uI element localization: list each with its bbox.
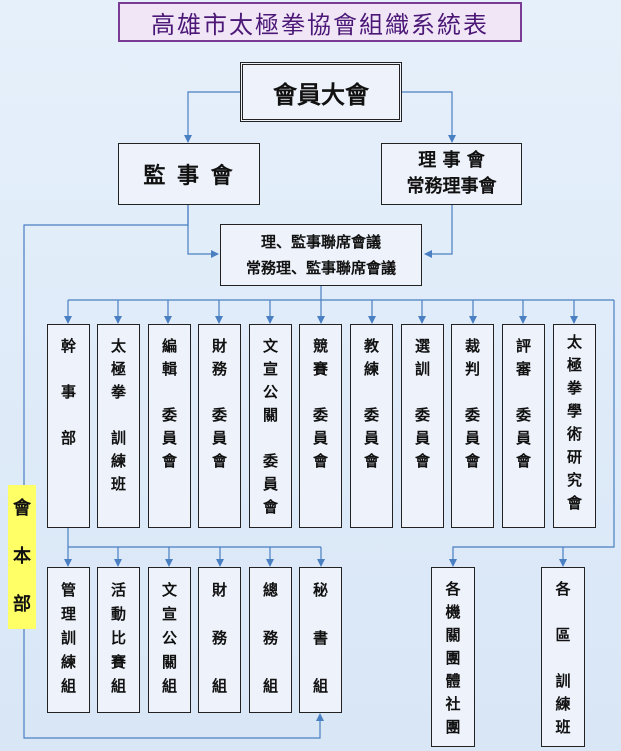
group-label: 文 宣 公 關 組 bbox=[161, 581, 177, 695]
general-assembly-box: 會員大會 bbox=[240, 62, 402, 122]
committee-label: 文 宣 公 關 委 員 會 bbox=[262, 337, 278, 516]
directors-label: 理 事 會 bbox=[418, 150, 485, 171]
group-finance: 財 務 組 bbox=[198, 567, 241, 713]
joint-meeting-label: 理、監事聯席會議 bbox=[260, 233, 381, 251]
committee-taichi-training: 太 極 拳 訓 練 班 bbox=[97, 324, 140, 528]
committee-coaching: 教 練 委 員 會 bbox=[350, 324, 393, 528]
committee-secretariat: 幹 事 部 bbox=[47, 324, 90, 528]
group-label: 管 理 訓 練 組 bbox=[60, 581, 76, 695]
affiliate-district-classes: 各 區 訓 練 班 bbox=[541, 567, 585, 747]
affiliate-label: 各 機 關 團 體 社 團 bbox=[445, 580, 461, 736]
committee-label: 競 賽 委 員 會 bbox=[312, 337, 328, 470]
standing-directors-label: 常務理事會 bbox=[406, 176, 497, 197]
supervisors-label: 監 事 會 bbox=[143, 163, 235, 189]
group-management-training: 管 理 訓 練 組 bbox=[47, 567, 90, 713]
committee-research: 太 極 拳 學 術 研 究 會 bbox=[553, 324, 596, 528]
committee-public-relations: 文 宣 公 關 委 員 會 bbox=[249, 324, 292, 528]
group-label: 總 務 組 bbox=[262, 581, 278, 695]
group-activities-competition: 活 動 比 賽 組 bbox=[97, 567, 140, 713]
committee-label: 太 極 拳 學 術 研 究 會 bbox=[566, 333, 582, 512]
committee-editorial: 編 輯 委 員 會 bbox=[148, 324, 191, 528]
group-label: 財 務 組 bbox=[211, 581, 227, 695]
headquarters-label: 會 本 部 bbox=[13, 498, 31, 615]
committee-label: 選 訓 委 員 會 bbox=[414, 337, 430, 470]
committee-label: 財 務 委 員 會 bbox=[211, 337, 227, 470]
directors-box: 理 事 會 常務理事會 bbox=[381, 143, 522, 205]
committee-selection: 選 訓 委 員 會 bbox=[401, 324, 444, 528]
group-secretariat: 秘 書 組 bbox=[299, 567, 342, 713]
committee-competition: 競 賽 委 員 會 bbox=[299, 324, 342, 528]
affiliate-organizations: 各 機 關 團 體 社 團 bbox=[431, 567, 475, 747]
committee-finance: 財 務 委 員 會 bbox=[198, 324, 241, 528]
committee-label: 教 練 委 員 會 bbox=[363, 337, 379, 470]
general-assembly-label: 會員大會 bbox=[273, 79, 369, 109]
group-public-relations: 文 宣 公 關 組 bbox=[148, 567, 191, 713]
headquarters-label-box: 會 本 部 bbox=[8, 485, 36, 629]
committee-referee: 裁 判 委 員 會 bbox=[451, 324, 494, 528]
committee-label: 編 輯 委 員 會 bbox=[161, 337, 177, 470]
chart-title: 高雄市太極拳協會組織系統表 bbox=[118, 2, 522, 42]
committee-label: 太 極 拳 訓 練 班 bbox=[110, 337, 126, 493]
group-label: 秘 書 組 bbox=[312, 581, 328, 695]
group-general-affairs: 總 務 組 bbox=[249, 567, 292, 713]
standing-joint-meeting-label: 常務理、監事聯席會議 bbox=[245, 259, 396, 277]
committee-label: 評 審 委 員 會 bbox=[515, 337, 531, 470]
group-label: 活 動 比 賽 組 bbox=[110, 581, 126, 695]
joint-meeting-box: 理、監事聯席會議 常務理、監事聯席會議 bbox=[220, 224, 422, 286]
supervisors-box: 監 事 會 bbox=[118, 143, 260, 205]
committee-label: 幹 事 部 bbox=[60, 337, 76, 447]
affiliate-label: 各 區 訓 練 班 bbox=[555, 580, 571, 736]
committee-judging: 評 審 委 員 會 bbox=[502, 324, 545, 528]
committee-label: 裁 判 委 員 會 bbox=[464, 337, 480, 470]
